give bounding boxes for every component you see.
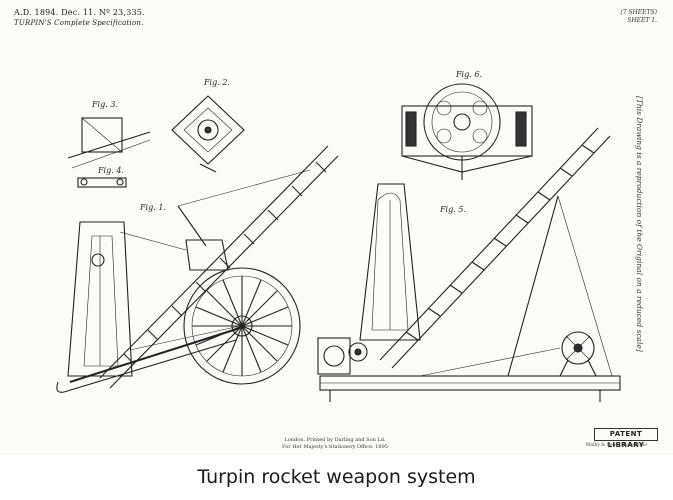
fig2-label: Fig. 2.	[204, 78, 230, 87]
printer-credit: London. Printed by Darling and Son Ld. F…	[270, 437, 400, 451]
litho-credit: Malby & Sons, Photo-Litho	[585, 443, 647, 448]
printer-line-2: For Her Majesty's Stationery Office. 189…	[282, 444, 388, 450]
fig6-label: Fig. 6.	[456, 70, 482, 79]
specification-title: TURPIN'S Complete Specification.	[14, 19, 144, 27]
patent-sheet: A.D. 1894. Dec. 11. Nº 23,335. TURPIN'S …	[14, 8, 658, 451]
fig2-detail	[171, 95, 245, 173]
fig1-launcher	[56, 145, 339, 393]
patent-drawing-illustration	[56, 83, 621, 402]
sheet-number: SHEET 1.	[627, 17, 657, 24]
patent-number: A.D. 1894. Dec. 11. Nº 23,335.	[14, 8, 145, 17]
fig4-detail	[77, 177, 127, 188]
sheet-info: (7 SHEETS) SHEET 1.	[620, 9, 657, 25]
fig3-label: Fig. 3.	[92, 100, 118, 109]
image-caption: Turpin rocket weapon system	[197, 466, 476, 488]
library-stamp-icon: PATENT LIBRARY	[594, 428, 658, 449]
fig4-label: Fig. 4.	[98, 166, 124, 175]
fig3-detail	[67, 117, 151, 169]
fig6-detail	[401, 83, 533, 180]
printer-line-1: London. Printed by Darling and Son Ld.	[284, 437, 386, 443]
fig5-launcher	[317, 127, 621, 402]
patent-header: A.D. 1894. Dec. 11. Nº 23,335. TURPIN'S …	[14, 8, 145, 28]
fig1-label: Fig. 1.	[140, 203, 166, 212]
fig5-label: Fig. 5.	[440, 205, 466, 214]
sheet-count: (7 SHEETS)	[620, 9, 657, 16]
